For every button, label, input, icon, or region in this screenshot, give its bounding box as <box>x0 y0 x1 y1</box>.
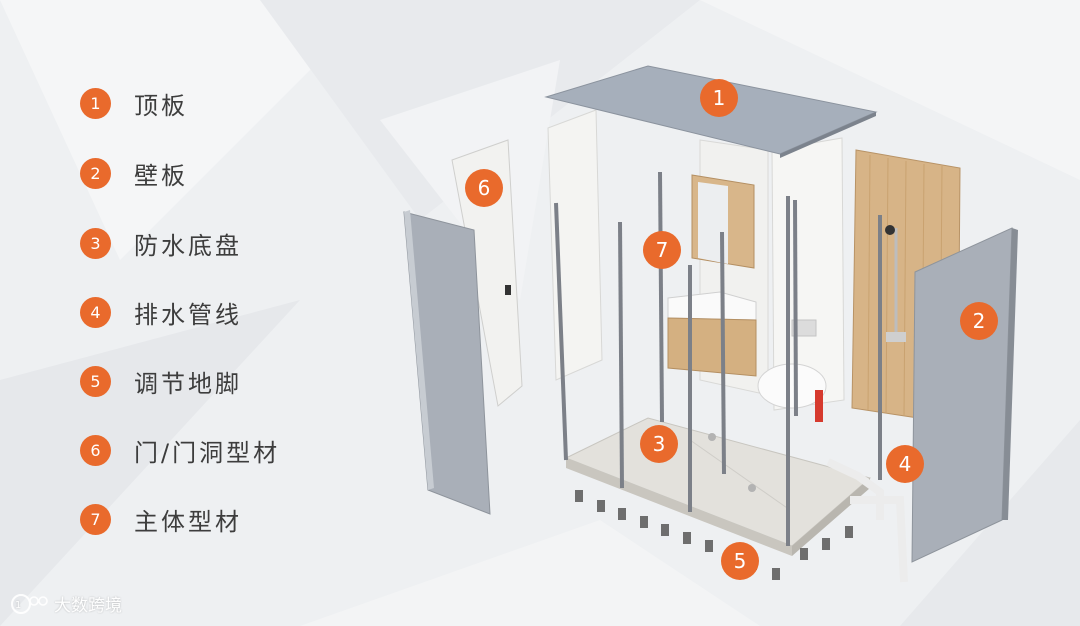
callout-2: 2 <box>960 302 998 340</box>
right-wall-panel <box>912 228 1012 562</box>
watermark-text: 大数跨境 <box>54 591 122 616</box>
svg-text:7: 7 <box>656 238 669 262</box>
callout-5: 5 <box>721 542 759 580</box>
svg-text:5: 5 <box>734 549 747 573</box>
callout-4: 4 <box>886 445 924 483</box>
svg-text:6: 6 <box>478 176 491 200</box>
1688-logo-icon: 1 <box>10 593 50 615</box>
callout-3: 3 <box>640 425 678 463</box>
svg-text:1: 1 <box>15 600 21 611</box>
callout-7: 7 <box>643 231 681 269</box>
door-handle <box>505 285 511 295</box>
svg-text:1: 1 <box>713 86 726 110</box>
callout-6: 6 <box>465 169 503 207</box>
callout-1: 1 <box>700 79 738 117</box>
shower-head <box>885 225 895 235</box>
vanity-cabinet <box>668 318 756 376</box>
drain-pipe-red <box>815 390 823 422</box>
shower-mixer <box>886 332 906 342</box>
watermark: 1 大数跨境 <box>10 591 122 616</box>
svg-text:3: 3 <box>653 432 666 456</box>
svg-text:2: 2 <box>973 309 986 333</box>
svg-text:4: 4 <box>899 452 912 476</box>
